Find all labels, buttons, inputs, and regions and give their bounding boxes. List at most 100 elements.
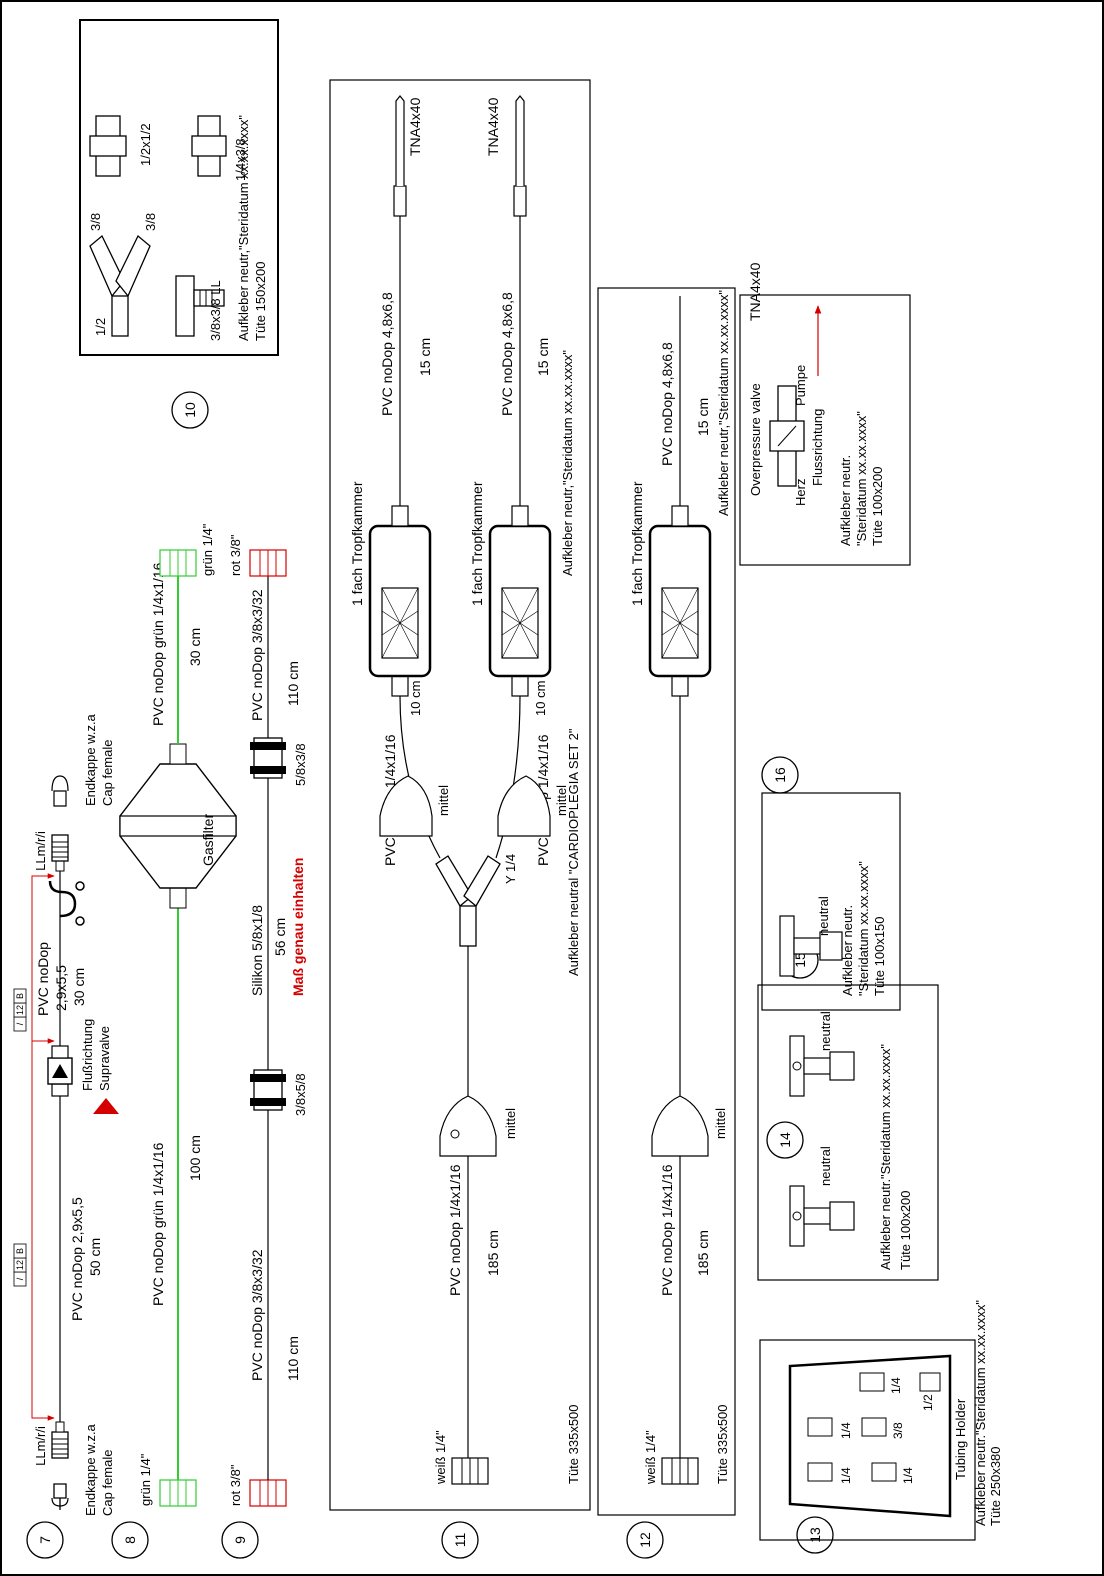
adapter-9a-label: 3/8x5/8 bbox=[293, 1073, 308, 1116]
y-connector-11-icon bbox=[435, 855, 501, 947]
luer-lock-connector-icon bbox=[175, 275, 225, 337]
adapter-9b-label: 5/8x3/8 bbox=[293, 743, 308, 786]
item-8: grün 1/4" PVC noDop grün 1/4x1/16 100 cm… bbox=[119, 523, 237, 1507]
adapter-9a-icon bbox=[250, 1069, 286, 1111]
tube-7a-label: PVC noDop 2,9x5,5 bbox=[69, 1197, 85, 1321]
item-12-box bbox=[597, 287, 736, 1516]
item-11: weiß 1/4" PVC noDop 1/4x1/16 185 cm mitt… bbox=[329, 79, 591, 1511]
pumpe-label: Pumpe bbox=[793, 365, 808, 406]
tube-11-out-lower-length: 15 cm bbox=[535, 338, 551, 376]
flow-label: Flußrichtung bbox=[80, 1019, 95, 1091]
slot-5-label: 1/4 bbox=[889, 1377, 903, 1394]
svg-text:/: / bbox=[15, 1022, 25, 1025]
item-11-bag: Tüte 335x500 bbox=[566, 1404, 581, 1484]
slot-2-label: 1/4 bbox=[839, 1422, 853, 1439]
clamp-11-lower-label: mittel bbox=[554, 785, 569, 816]
tube-11-out-upper-length: 15 cm bbox=[417, 338, 433, 376]
circle-14: 14 bbox=[766, 1121, 804, 1159]
item-15-box bbox=[761, 792, 901, 1011]
needle-upper-label: TNA4x40 bbox=[407, 97, 423, 156]
endcap-right-label-1: Endkappe w.z.a bbox=[83, 713, 98, 806]
tube-8a-label: PVC noDop grün 1/4x1/16 bbox=[150, 1142, 166, 1306]
tube-9b-length: 56 cm bbox=[272, 918, 288, 956]
tube-7a-length: 50 cm bbox=[87, 1238, 103, 1276]
stopcock-1-icon bbox=[789, 1185, 855, 1247]
item-12-sticker: Aufkleber neutr,"Steridatum xx.xx.xxxx" bbox=[716, 290, 731, 516]
item-7: Endkappe w.z.a Cap female LLm/r/i / 12 B… bbox=[13, 713, 119, 1516]
svg-text:B: B bbox=[15, 993, 25, 999]
item-10-bag: Tüte 150x200 bbox=[253, 261, 268, 341]
tubing-holder-icon bbox=[788, 1354, 952, 1518]
connector-red-right-icon bbox=[249, 549, 287, 577]
item-15: neutral Aufkleber neutr. "Steridatum xx.… bbox=[761, 792, 901, 1011]
y-b-label: 3/8 bbox=[143, 213, 158, 231]
needle-12-label: TNA4x40 bbox=[747, 262, 763, 321]
item-12-bag: Tüte 335x500 bbox=[715, 1404, 730, 1484]
luer-lock-left-icon bbox=[51, 1421, 69, 1459]
green-left-label: grün 1/4" bbox=[138, 1453, 153, 1506]
circle-7: 7 bbox=[26, 1521, 64, 1559]
circle-16: 16 bbox=[761, 756, 799, 794]
svg-text:16: 16 bbox=[772, 767, 788, 783]
clamp-11-upper-label: mittel bbox=[436, 785, 451, 816]
y-11-label: Y 1/4 bbox=[503, 854, 518, 884]
y-a-label: 3/8 bbox=[88, 213, 103, 231]
tube-9b-note: Maß genau einhalten bbox=[290, 858, 306, 996]
white-12-label: weiß 1/4" bbox=[643, 1430, 658, 1485]
clamp-11-icon bbox=[439, 1095, 497, 1157]
item-14-bag: Tüte 100x200 bbox=[898, 1190, 913, 1270]
connector-red-left-icon bbox=[249, 1479, 287, 1507]
circle-10: 10 bbox=[171, 391, 209, 429]
svg-text:7: 7 bbox=[37, 1536, 53, 1544]
tube-12-out-length: 15 cm bbox=[695, 398, 711, 436]
endcap-right-label-2: Cap female bbox=[100, 740, 115, 806]
item-16-sticker-2: "Steridatum xx.xx.xxxx" bbox=[854, 411, 869, 546]
item-10: 1/2x1/2 1/4x3/8 3/8 3/8 1/2 3/8x3/8 LL A… bbox=[79, 19, 279, 356]
green-right-label: grün 1/4" bbox=[200, 523, 215, 576]
overpressure-title: Overpressure valve bbox=[748, 383, 763, 496]
item-13-bag: Tüte 250x380 bbox=[988, 1446, 1003, 1526]
tube-12-main-label: PVC noDop 1/4x1/16 bbox=[659, 1164, 675, 1296]
flow-16-label: Flussrichtung bbox=[810, 409, 825, 486]
branch-lower-length: 10 cm bbox=[533, 681, 548, 716]
branch-upper-length: 10 cm bbox=[408, 681, 423, 716]
endcap-left-icon bbox=[51, 1483, 69, 1510]
tube-9c-label: PVC noDop 3/8x3/32 bbox=[249, 589, 265, 721]
drip-chamber-lower-icon bbox=[488, 505, 552, 697]
tube-9a-label: PVC noDop 3/8x3/32 bbox=[249, 1249, 265, 1381]
connector-1-2x1-2-icon bbox=[89, 115, 127, 177]
stopcock-2-label: neutral bbox=[818, 1011, 833, 1051]
needle-lower-icon bbox=[513, 95, 527, 217]
endcap-left-label-2: Cap female bbox=[100, 1450, 115, 1516]
clamp-12-label: mittel bbox=[713, 1108, 728, 1139]
circle-13: 13 bbox=[796, 1516, 834, 1554]
item-15-sticker-1: Aufkleber neutr. bbox=[840, 905, 855, 996]
label-box-7a: / 12 B bbox=[13, 1243, 27, 1287]
tube-11-out-lower-label: PVC noDop 4,8x6,8 bbox=[499, 292, 515, 416]
svg-text:13: 13 bbox=[807, 1527, 823, 1543]
gas-filter-icon bbox=[119, 743, 237, 909]
item-16: Overpressure valve Herz Pumpe Flussricht… bbox=[739, 294, 911, 566]
y-connector-icon bbox=[89, 234, 151, 337]
llm-left-label: LLm/r/i bbox=[33, 1426, 48, 1466]
tubing-holder-title: Tubing Holder bbox=[953, 1398, 968, 1480]
item-13-sticker: Aufkleber neutr."Steridatum xx.xx.xxxx" bbox=[973, 1300, 988, 1526]
item-10-sticker: Aufkleber neutr,"Steridatum xx.xx.xxxx" bbox=[236, 115, 251, 341]
stopcock-1-label: neutral bbox=[818, 1146, 833, 1186]
tube-8b-length: 30 cm bbox=[187, 628, 203, 666]
slot-4-label: 3/8 bbox=[891, 1422, 905, 1439]
item-16-bag: Tüte 100x200 bbox=[870, 466, 885, 546]
item-10-box bbox=[79, 19, 279, 356]
item-9: rot 3/8" PVC noDop 3/8x3/32 110 cm 3/8x5… bbox=[228, 534, 308, 1507]
item-14-box bbox=[757, 984, 939, 1281]
stopcock-2-icon bbox=[789, 1035, 855, 1097]
item-15-sticker-2: "Steridatum xx.xx.xxxx" bbox=[856, 861, 871, 996]
clamp-11-label: mittel bbox=[503, 1108, 518, 1139]
tube-12-out-label: PVC noDop 4,8x6,8 bbox=[659, 342, 675, 466]
tube-9a-length: 110 cm bbox=[285, 1336, 301, 1381]
connector-1-4x3-8-label: 1/4x3/8 bbox=[233, 138, 248, 181]
tube-9c-length: 110 cm bbox=[285, 661, 301, 706]
svg-text:/: / bbox=[15, 1277, 25, 1280]
svg-text:10: 10 bbox=[182, 402, 198, 418]
